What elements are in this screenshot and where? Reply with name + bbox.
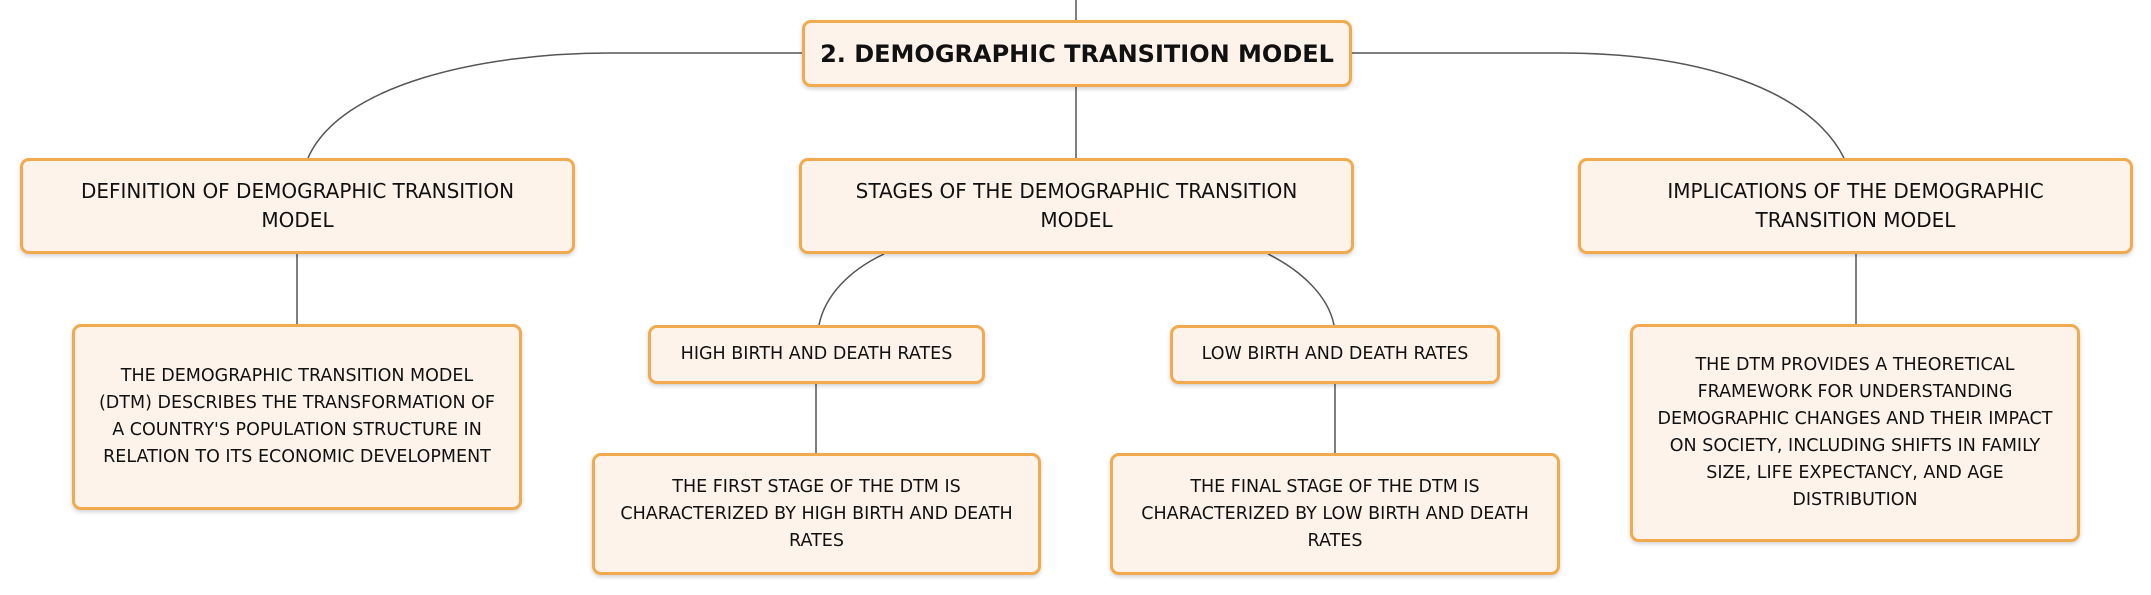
stage-node-low-rates-label: LOW BIRTH AND DEATH RATES (1201, 344, 1469, 364)
root-node-label: 2. DEMOGRAPHIC TRANSITION MODEL (820, 39, 1334, 68)
stage-node-high-rates-label: HIGH BIRTH AND DEATH RATES (680, 344, 953, 364)
stage-node-low-rates[interactable]: LOW BIRTH AND DEATH RATES (1170, 325, 1500, 384)
detail-node-final-stage-text: THE FINAL STAGE OF THE DTM IS CHARACTERI… (1141, 476, 1529, 551)
branch-node-stages-label: STAGES OF THE DEMOGRAPHIC TRANSITION MOD… (855, 179, 1298, 232)
connector-stages-to-low (1267, 253, 1335, 326)
detail-node-final-stage[interactable]: THE FINAL STAGE OF THE DTM IS CHARACTERI… (1110, 453, 1560, 575)
detail-node-implications[interactable]: THE DTM PROVIDES A THEORETICAL FRAMEWORK… (1630, 324, 2080, 542)
branch-node-implications[interactable]: IMPLICATIONS OF THE DEMOGRAPHIC TRANSITI… (1578, 158, 2133, 254)
detail-node-definition-text: THE DEMOGRAPHIC TRANSITION MODEL (DTM) D… (98, 366, 495, 467)
detail-node-definition[interactable]: THE DEMOGRAPHIC TRANSITION MODEL (DTM) D… (72, 324, 522, 510)
detail-node-implications-text: THE DTM PROVIDES A THEORETICAL FRAMEWORK… (1657, 355, 2053, 510)
connector-root-to-definition (307, 52, 802, 159)
stage-node-high-rates[interactable]: HIGH BIRTH AND DEATH RATES (648, 325, 985, 384)
branch-node-definition[interactable]: DEFINITION OF DEMOGRAPHIC TRANSITION MOD… (20, 158, 575, 254)
branch-node-definition-label: DEFINITION OF DEMOGRAPHIC TRANSITION MOD… (80, 179, 515, 232)
connector-root-to-implications (1352, 52, 1845, 159)
branch-node-stages[interactable]: STAGES OF THE DEMOGRAPHIC TRANSITION MOD… (799, 158, 1354, 254)
root-node[interactable]: 2. DEMOGRAPHIC TRANSITION MODEL (802, 20, 1352, 87)
connector-stages-to-high (818, 253, 885, 326)
branch-node-implications-label: IMPLICATIONS OF THE DEMOGRAPHIC TRANSITI… (1667, 179, 2044, 232)
detail-node-first-stage[interactable]: THE FIRST STAGE OF THE DTM IS CHARACTERI… (592, 453, 1041, 575)
detail-node-first-stage-text: THE FIRST STAGE OF THE DTM IS CHARACTERI… (620, 476, 1013, 551)
